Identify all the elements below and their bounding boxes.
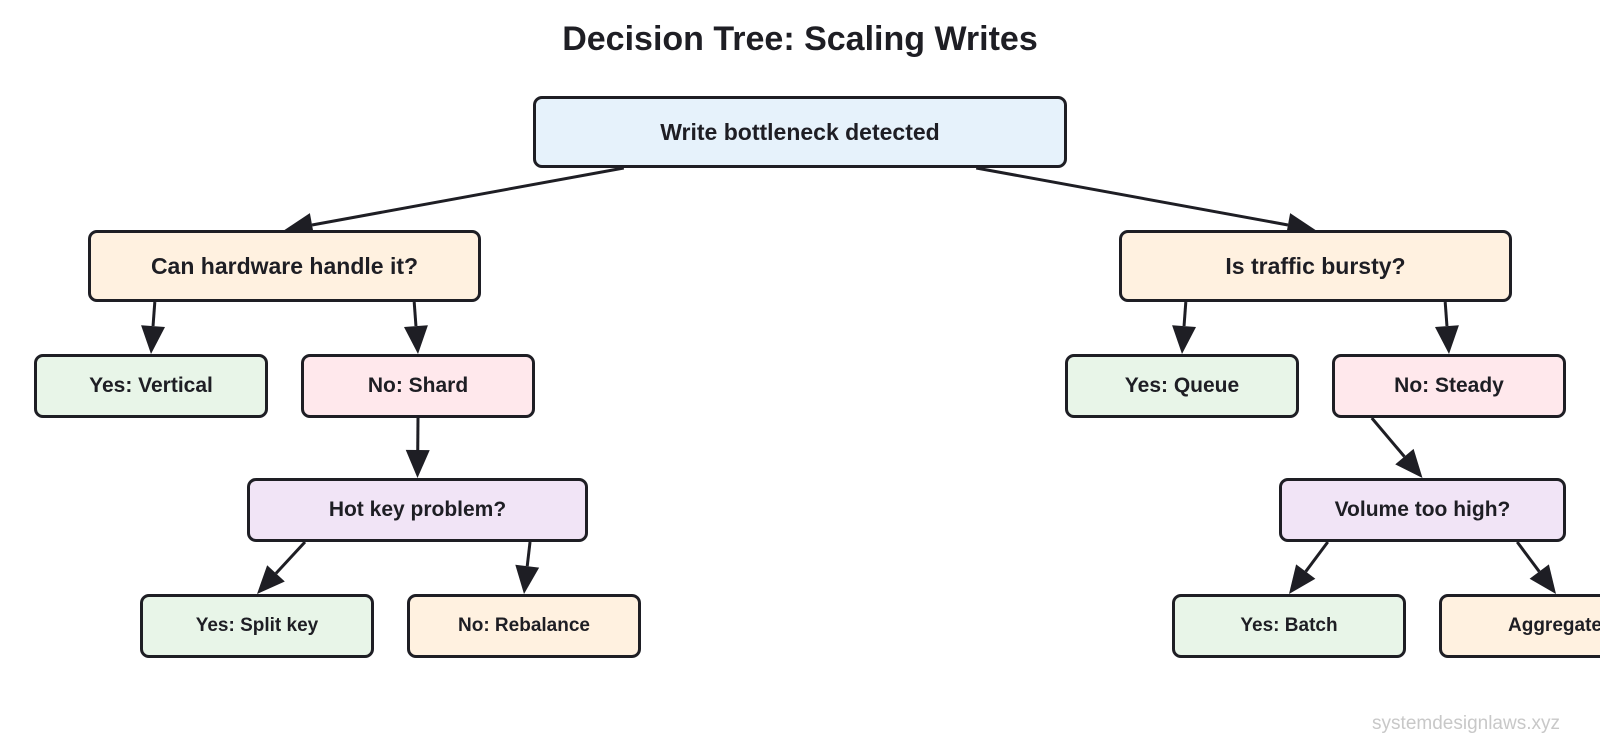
- edge-q_hotkey-to-no_rebalance: [525, 541, 532, 567]
- edge-q_hardware-to-no_shard: [412, 301, 418, 327]
- diagram-title: Decision Tree: Scaling Writes: [562, 20, 1038, 58]
- watermark: systemdesignlaws.xyz: [1372, 713, 1560, 734]
- edge-q_volume-to-aggregate: [1516, 541, 1541, 573]
- node-hot-key-problem: Hot key problem?: [247, 478, 588, 542]
- node-aggregate: Aggregate: [1439, 594, 1600, 658]
- arrowhead-q_volume-to-yes_batch: [1289, 564, 1316, 594]
- node-yes-vertical: Yes: Vertical: [34, 354, 268, 418]
- edge-q_bursty-to-no_steady: [1443, 301, 1449, 327]
- edge-root-to-q_hardware: [311, 166, 625, 227]
- edge-q_hotkey-to-yes_split_key: [274, 540, 307, 575]
- node-can-hardware-handle-it: Can hardware handle it?: [88, 230, 481, 302]
- arrowhead-q_hardware-to-yes_vertical: [141, 325, 166, 354]
- edge-q_volume-to-yes_batch: [1304, 541, 1329, 573]
- arrowhead-no_shard-to-q_hotkey: [405, 449, 430, 478]
- node-yes-batch: Yes: Batch: [1172, 594, 1406, 658]
- arrowhead-q_hotkey-to-no_rebalance: [515, 564, 540, 594]
- edge-q_bursty-to-yes_queue: [1182, 301, 1188, 327]
- node-no-steady: No: Steady: [1332, 354, 1566, 418]
- node-no-rebalance: No: Rebalance: [407, 594, 641, 658]
- arrowhead-q_hardware-to-no_shard: [403, 325, 428, 354]
- edge-q_hardware-to-yes_vertical: [151, 301, 157, 327]
- node-write-bottleneck-detected: Write bottleneck detected: [533, 96, 1067, 168]
- node-no-shard: No: Shard: [301, 354, 535, 418]
- arrowhead-q_bursty-to-yes_queue: [1172, 325, 1197, 354]
- edge-no_steady-to-q_volume: [1370, 417, 1406, 458]
- arrowhead-q_bursty-to-no_steady: [1434, 325, 1459, 354]
- arrowhead-q_volume-to-aggregate: [1529, 564, 1556, 594]
- edge-root-to-q_bursty: [975, 166, 1289, 227]
- node-yes-split-key: Yes: Split key: [140, 594, 374, 658]
- node-volume-too-high: Volume too high?: [1279, 478, 1566, 542]
- arrowhead-no_steady-to-q_volume: [1395, 448, 1423, 478]
- node-is-traffic-bursty: Is traffic bursty?: [1119, 230, 1512, 302]
- node-yes-queue: Yes: Queue: [1065, 354, 1299, 418]
- arrowhead-q_hotkey-to-yes_split_key: [257, 565, 285, 594]
